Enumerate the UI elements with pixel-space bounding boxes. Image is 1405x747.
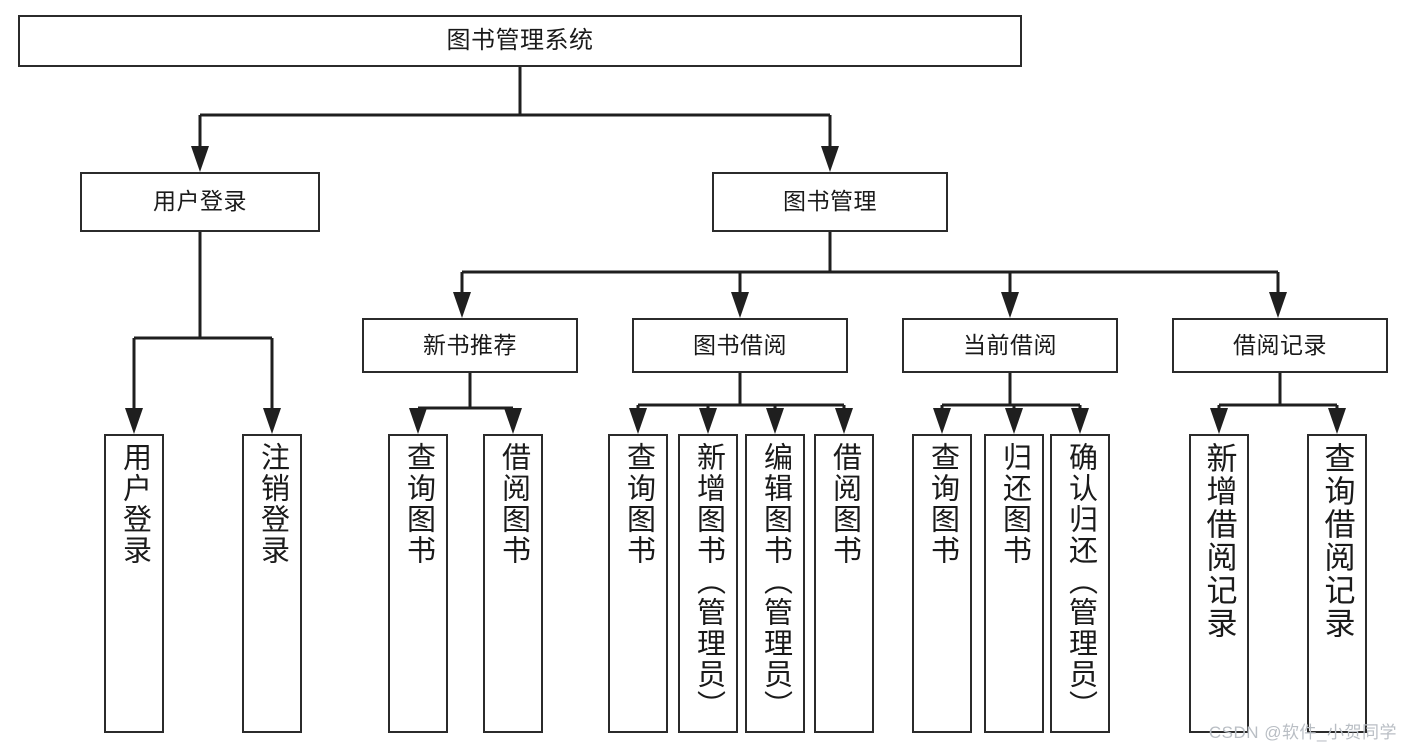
node-login[interactable]: 用户登录	[80, 172, 320, 232]
node-label: 图书借阅	[693, 331, 787, 358]
arrowhead-c-borrow-2	[766, 408, 784, 434]
node-label: 借阅图书	[828, 442, 861, 566]
node-leaf-login-1[interactable]: 用户登录	[104, 434, 164, 733]
node-bookmgmt[interactable]: 图书管理	[712, 172, 948, 232]
arrowhead-c-new-0	[409, 408, 427, 434]
node-borrow[interactable]: 图书借阅	[632, 318, 848, 373]
arrowhead-c-login-1	[263, 408, 281, 434]
node-label: 图书管理	[783, 188, 877, 215]
node-leaf-new-2[interactable]: 借阅图书	[483, 434, 543, 733]
node-label: 新书推荐	[423, 331, 517, 358]
watermark: CSDN @软件_小贺同学	[1208, 723, 1397, 742]
node-label: 借阅记录	[1233, 331, 1327, 358]
arrowhead-c-cur-1	[1005, 408, 1023, 434]
node-label: 注销登录	[256, 442, 289, 566]
node-leaf-rec-1[interactable]: 新增借阅记录	[1189, 434, 1249, 733]
node-leaf-bor-1[interactable]: 查询图书	[608, 434, 668, 733]
node-leaf-bor-3[interactable]: 编辑图书（管理员）	[745, 434, 805, 733]
arrowhead-c-login-0	[125, 408, 143, 434]
arrowhead-c-root-1	[821, 146, 839, 172]
arrowhead-c-cur-0	[933, 408, 951, 434]
arrowhead-c-borrow-1	[699, 408, 717, 434]
node-label: 新增借阅记录	[1201, 442, 1237, 640]
arrowhead-c-rec-0	[1210, 408, 1228, 434]
node-label: 查询图书	[622, 442, 655, 566]
arrowhead-c-bmgmt-1	[731, 292, 749, 318]
arrowhead-c-borrow-3	[835, 408, 853, 434]
node-leaf-bor-4[interactable]: 借阅图书	[814, 434, 874, 733]
node-newbook[interactable]: 新书推荐	[362, 318, 578, 373]
arrowhead-c-bmgmt-0	[453, 292, 471, 318]
arrowhead-c-borrow-0	[629, 408, 647, 434]
node-label: 新增图书（管理员）	[692, 442, 725, 721]
arrowhead-c-bmgmt-2	[1001, 292, 1019, 318]
arrowhead-c-cur-2	[1071, 408, 1089, 434]
node-current[interactable]: 当前借阅	[902, 318, 1118, 373]
node-root[interactable]: 图书管理系统	[18, 15, 1022, 67]
node-leaf-login-2[interactable]: 注销登录	[242, 434, 302, 733]
node-label: 编辑图书（管理员）	[759, 442, 792, 721]
node-records[interactable]: 借阅记录	[1172, 318, 1388, 373]
arrowhead-c-root-0	[191, 146, 209, 172]
arrowhead-c-new-1	[504, 408, 522, 434]
node-leaf-cur-2[interactable]: 归还图书	[984, 434, 1044, 733]
arrowhead-c-bmgmt-3	[1269, 292, 1287, 318]
node-leaf-bor-2[interactable]: 新增图书（管理员）	[678, 434, 738, 733]
node-leaf-cur-1[interactable]: 查询图书	[912, 434, 972, 733]
arrowhead-c-rec-1	[1328, 408, 1346, 434]
node-label: 图书管理系统	[446, 26, 594, 54]
node-label: 查询借阅记录	[1319, 442, 1355, 640]
node-label: 用户登录	[153, 188, 247, 215]
node-label: 用户登录	[118, 442, 151, 566]
node-leaf-new-1[interactable]: 查询图书	[388, 434, 448, 733]
node-label: 查询图书	[402, 442, 435, 566]
node-label: 借阅图书	[497, 442, 530, 566]
node-label: 当前借阅	[963, 331, 1057, 358]
node-label: 查询图书	[926, 442, 959, 566]
node-leaf-rec-2[interactable]: 查询借阅记录	[1307, 434, 1367, 733]
node-label: 归还图书	[998, 442, 1031, 566]
node-leaf-cur-3[interactable]: 确认归还（管理员）	[1050, 434, 1110, 733]
node-label: 确认归还（管理员）	[1064, 442, 1097, 721]
